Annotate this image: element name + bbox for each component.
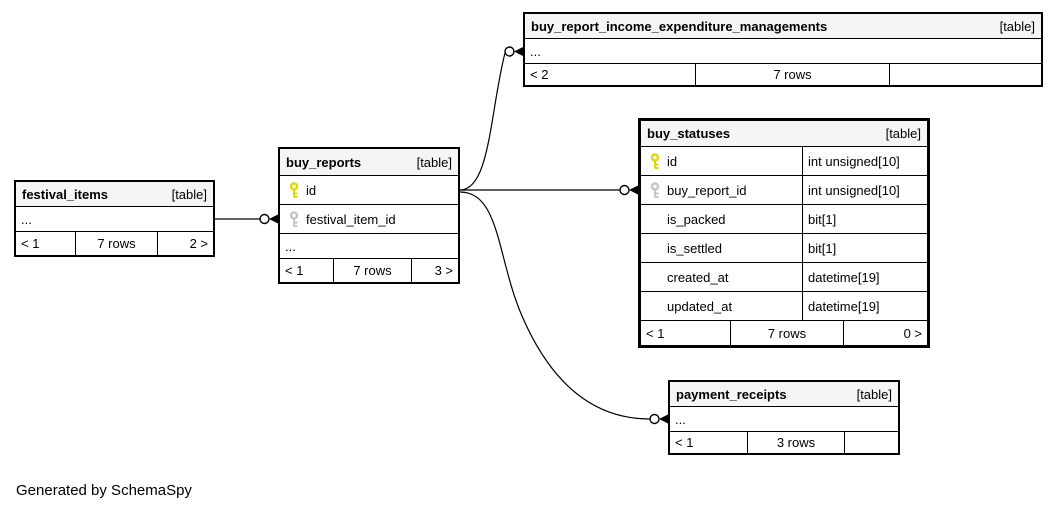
column-name-cell: festival_item_id <box>280 205 458 233</box>
table-tag: [table] <box>999 18 1035 34</box>
column-type: datetime[19] <box>808 298 880 314</box>
table-footer: < 1 7 rows 2 > <box>16 232 213 255</box>
column-name: updated_at <box>667 298 733 314</box>
row-count-label: 7 rows <box>731 321 844 345</box>
degrees-out-label <box>845 432 898 453</box>
column-name-cell: id <box>641 147 803 175</box>
column-row-id: id int unsigned[10] <box>641 147 927 176</box>
hidden-columns-row: ... <box>525 39 1041 64</box>
column-row-is-packed: is_packed bit[1] <box>641 205 927 234</box>
generator-note: Generated by SchemaSpy <box>16 482 192 499</box>
foreign-key-icon <box>649 181 667 199</box>
column-name: is_settled <box>667 240 722 256</box>
column-row-is-settled: is_settled bit[1] <box>641 234 927 263</box>
table-node-festival-items[interactable]: festival_items [table] ... < 1 7 rows 2 … <box>14 180 215 257</box>
table-name: festival_items <box>22 186 108 202</box>
relationship-buy-reports-to-payment-receipts <box>459 191 668 425</box>
table-footer: < 1 3 rows <box>670 432 898 453</box>
column-type: int unsigned[10] <box>808 182 900 198</box>
degrees-in-label: < 1 <box>670 432 748 453</box>
degrees-out-label: 0 > <box>903 325 922 341</box>
row-count-label: 7 rows <box>696 64 890 85</box>
table-header: payment_receipts [table] <box>670 382 898 407</box>
column-name-cell: created_at <box>641 263 803 291</box>
row-count-label: 7 rows <box>76 232 158 255</box>
column-row-buy-report-id: buy_report_id int unsigned[10] <box>641 176 927 205</box>
hidden-columns-row: ... <box>670 407 898 432</box>
column-row-festival-item-id: festival_item_id <box>280 205 458 234</box>
table-header: buy_reports [table] <box>280 149 458 176</box>
ellipsis-text: ... <box>530 43 541 59</box>
table-node-buy-reports[interactable]: buy_reports [table] id festival_item_id <box>278 147 460 284</box>
degrees-in-label: < 1 <box>280 259 334 282</box>
table-name: buy_reports <box>286 154 362 170</box>
column-type: datetime[19] <box>808 269 880 285</box>
degrees-out-label: 3 > <box>434 263 453 278</box>
table-name: payment_receipts <box>676 386 787 402</box>
row-count-label: 3 rows <box>748 432 845 453</box>
ellipsis-text: ... <box>21 211 32 227</box>
column-name: id <box>306 182 317 198</box>
table-tag: [table] <box>171 186 207 202</box>
column-row-created-at: created_at datetime[19] <box>641 263 927 292</box>
table-header: buy_report_income_expenditure_management… <box>525 14 1041 39</box>
degrees-out-label <box>890 64 1041 85</box>
relationship-buy-reports-to-income-managements <box>459 46 523 191</box>
table-node-payment-receipts[interactable]: payment_receipts [table] ... < 1 3 rows <box>668 380 900 455</box>
table-tag: [table] <box>885 126 921 141</box>
table-node-buy-statuses[interactable]: buy_statuses [table] id int unsigned[10]… <box>638 118 930 348</box>
degrees-out-label: 2 > <box>189 236 208 251</box>
table-header: festival_items [table] <box>16 182 213 207</box>
degrees-in-label: < 1 <box>16 232 76 255</box>
table-footer: < 1 7 rows 0 > <box>641 321 927 345</box>
column-name: id <box>667 153 678 169</box>
degrees-in-label: < 2 <box>525 64 696 85</box>
row-count-label: 7 rows <box>334 259 412 282</box>
column-name-cell: buy_report_id <box>641 176 803 204</box>
column-name: created_at <box>667 269 729 285</box>
column-row-id: id <box>280 176 458 205</box>
column-name-cell: is_packed <box>641 205 803 233</box>
column-type: bit[1] <box>808 240 837 256</box>
column-name: buy_report_id <box>667 182 747 198</box>
column-name-cell: is_settled <box>641 234 803 262</box>
column-type: bit[1] <box>808 211 837 227</box>
table-header: buy_statuses [table] <box>641 121 927 147</box>
relationship-buy-reports-to-buy-statuses <box>460 184 638 196</box>
hidden-columns-row: ... <box>280 234 458 259</box>
table-footer: < 2 7 rows <box>525 64 1041 85</box>
ellipsis-text: ... <box>285 238 296 254</box>
relationship-festival-items-to-buy-reports <box>215 213 278 225</box>
column-type: int unsigned[10] <box>808 153 900 169</box>
hidden-columns-row: ... <box>16 207 213 232</box>
table-name: buy_report_income_expenditure_management… <box>531 18 828 34</box>
column-name-cell: id <box>280 176 458 204</box>
primary-key-icon <box>288 181 306 199</box>
column-name-cell: updated_at <box>641 292 803 320</box>
table-node-buy-report-income-expenditure-managements[interactable]: buy_report_income_expenditure_management… <box>523 12 1043 87</box>
table-tag: [table] <box>856 386 892 402</box>
degrees-in-label: < 1 <box>641 321 731 345</box>
column-name: is_packed <box>667 211 726 227</box>
table-footer: < 1 7 rows 3 > <box>280 259 458 282</box>
ellipsis-text: ... <box>675 411 686 427</box>
foreign-key-icon <box>288 210 306 228</box>
primary-key-icon <box>649 152 667 170</box>
table-name: buy_statuses <box>647 126 731 141</box>
column-row-updated-at: updated_at datetime[19] <box>641 292 927 321</box>
column-name: festival_item_id <box>306 211 396 227</box>
table-tag: [table] <box>416 154 452 170</box>
